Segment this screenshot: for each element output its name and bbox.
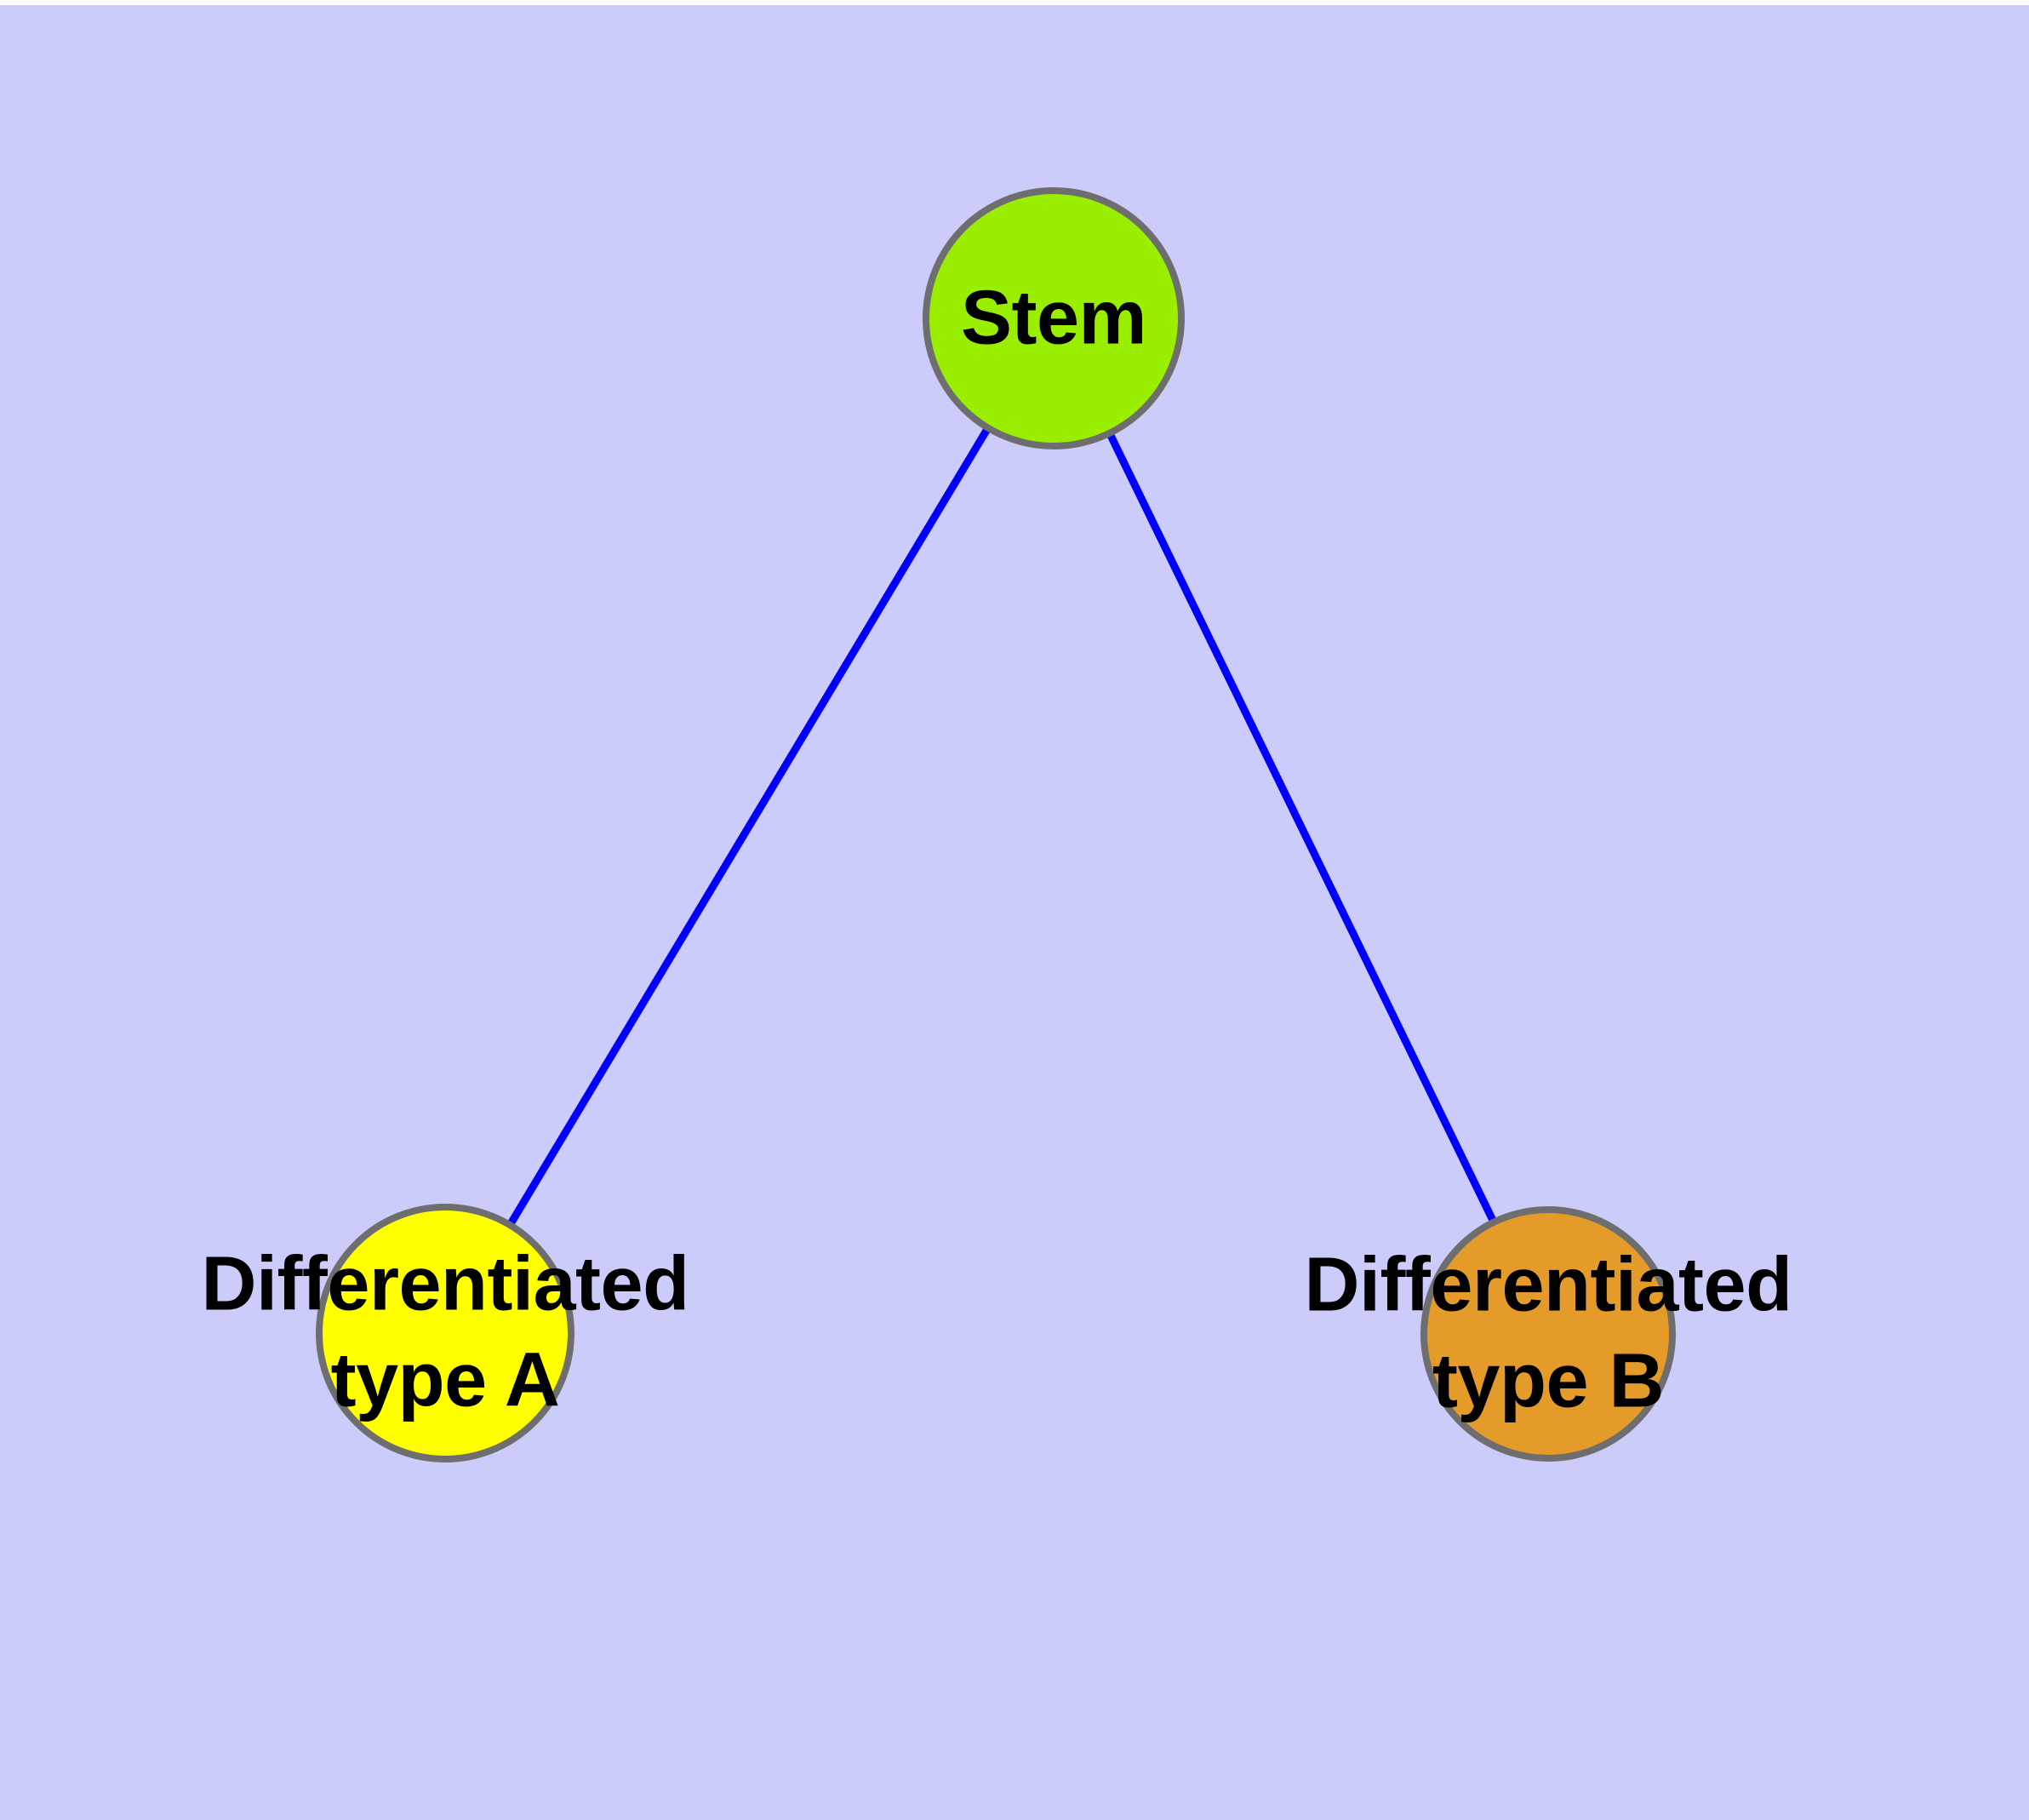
edge-stem-to-differentiated-type-b [1049, 314, 1552, 1338]
edge-stem-to-differentiated-type-a [441, 314, 1058, 1337]
canvas-top-margin [0, 0, 2029, 5]
node-differentiated-type-b[interactable] [1420, 1206, 1676, 1462]
edge-layer [441, 314, 1552, 1338]
node-stem[interactable] [923, 187, 1185, 449]
node-differentiated-type-a[interactable] [316, 1204, 574, 1462]
node-layer [316, 187, 1676, 1462]
